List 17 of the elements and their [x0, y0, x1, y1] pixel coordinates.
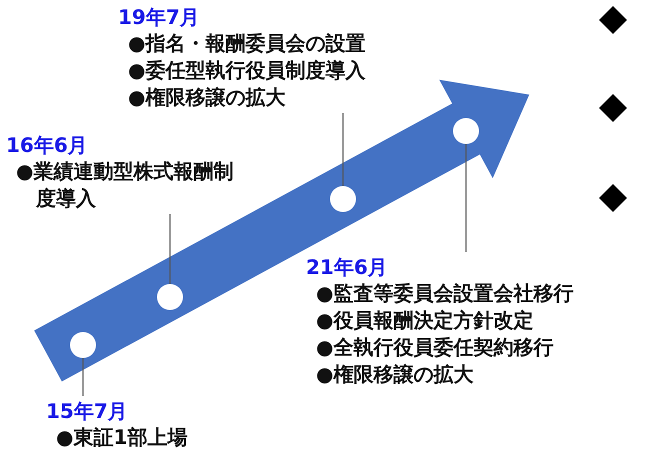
leader-line — [169, 214, 171, 284]
bullet-item: ●権限移譲の拡大 — [128, 84, 286, 111]
bullet-item: ●全執行役員委任契約移行 — [316, 334, 554, 361]
bullet-item: ●業績連動型株式報酬制度導入 — [16, 158, 234, 212]
date-heading: 19年7月 — [118, 4, 201, 30]
bullet-item: ●指名・報酬委員会の設置 — [128, 30, 366, 57]
date-heading: 21年6月 — [306, 254, 389, 280]
date-heading: 15年7月 — [46, 398, 129, 424]
date-heading: 16年6月 — [6, 132, 89, 158]
leader-line — [465, 144, 467, 252]
bullet-item: ●委任型執行役員制度導入 — [128, 57, 366, 84]
leader-line — [82, 358, 84, 396]
bullet-item: ●東証1部上場 — [56, 424, 188, 451]
bullet-item: ●役員報酬決定方針改定 — [316, 307, 534, 334]
leader-line — [342, 113, 344, 186]
bullet-item: ●権限移譲の拡大 — [316, 361, 474, 388]
bullet-item: ●監査等委員会設置会社移行 — [316, 280, 574, 307]
